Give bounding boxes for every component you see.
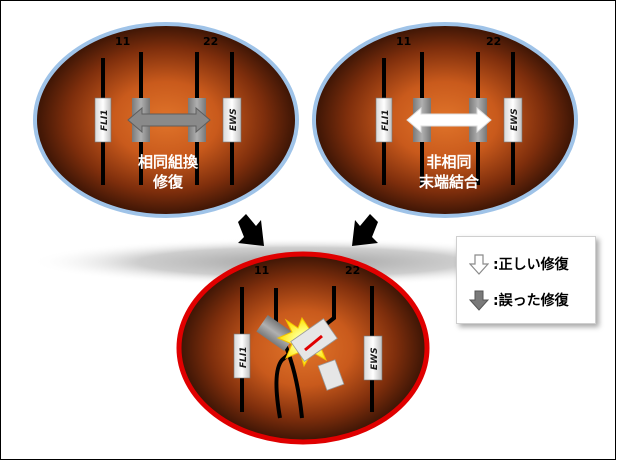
fli1-label: FLI1 [381, 110, 391, 132]
chromosome-11-label: 11 [396, 35, 411, 48]
fused-fragment [290, 318, 338, 362]
ews-label: EWS [370, 347, 380, 370]
legend-row-correct: :正しい修復 [469, 253, 569, 275]
ews-gene [363, 335, 383, 381]
arrow-down-left-icon [352, 214, 378, 246]
legend-row-wrong: :誤った修復 [469, 289, 569, 311]
cell-translocation: 11 22 FLI1 EWS [176, 251, 430, 445]
arrow-down-right-icon [238, 214, 264, 246]
ews-gene [222, 97, 242, 143]
fli1-label: FLI1 [100, 110, 110, 132]
ews-label: EWS [229, 108, 239, 131]
hollow-down-arrow-icon [469, 254, 489, 275]
caption-line-1: 非相同 [426, 153, 471, 171]
caption-line-2: 末端結合 [419, 173, 480, 191]
broken-fragment-right [317, 359, 345, 391]
fusion-junction [304, 334, 323, 352]
ews-gene [503, 97, 523, 143]
fli1-label: FLI1 [239, 347, 249, 369]
chromosome-22-label: 22 [345, 264, 360, 277]
cell-nonhomologous-end-joining: 11 22 FLI1 EWS 非相同 末端結合 [312, 22, 578, 218]
caption-line-2: 修復 [152, 173, 184, 191]
chromosome-22-label: 22 [203, 35, 218, 48]
chromosome-11-label: 11 [115, 35, 130, 48]
caption-line-1: 相同組換 [138, 153, 199, 171]
gray-double-arrow-icon [127, 106, 211, 134]
fli1-gene [94, 97, 112, 143]
legend-wrong-label: :誤った修復 [493, 293, 569, 309]
chromosome-11-label: 11 [254, 264, 269, 277]
legend-correct-label: :正しい修復 [493, 257, 569, 273]
cell-homologous-recombination: 11 22 FLI1 EWS 相同組換 修復 [33, 22, 299, 218]
white-double-arrow-icon [406, 106, 492, 134]
legend-box: :正しい修復 :誤った修復 [456, 236, 596, 324]
broken-fragment-left [256, 315, 296, 351]
chromosome-22-label: 22 [486, 35, 501, 48]
fli1-gene [233, 333, 251, 379]
gray-down-arrow-icon [469, 290, 489, 311]
fli1-gene [375, 97, 393, 143]
ews-label: EWS [510, 108, 520, 131]
